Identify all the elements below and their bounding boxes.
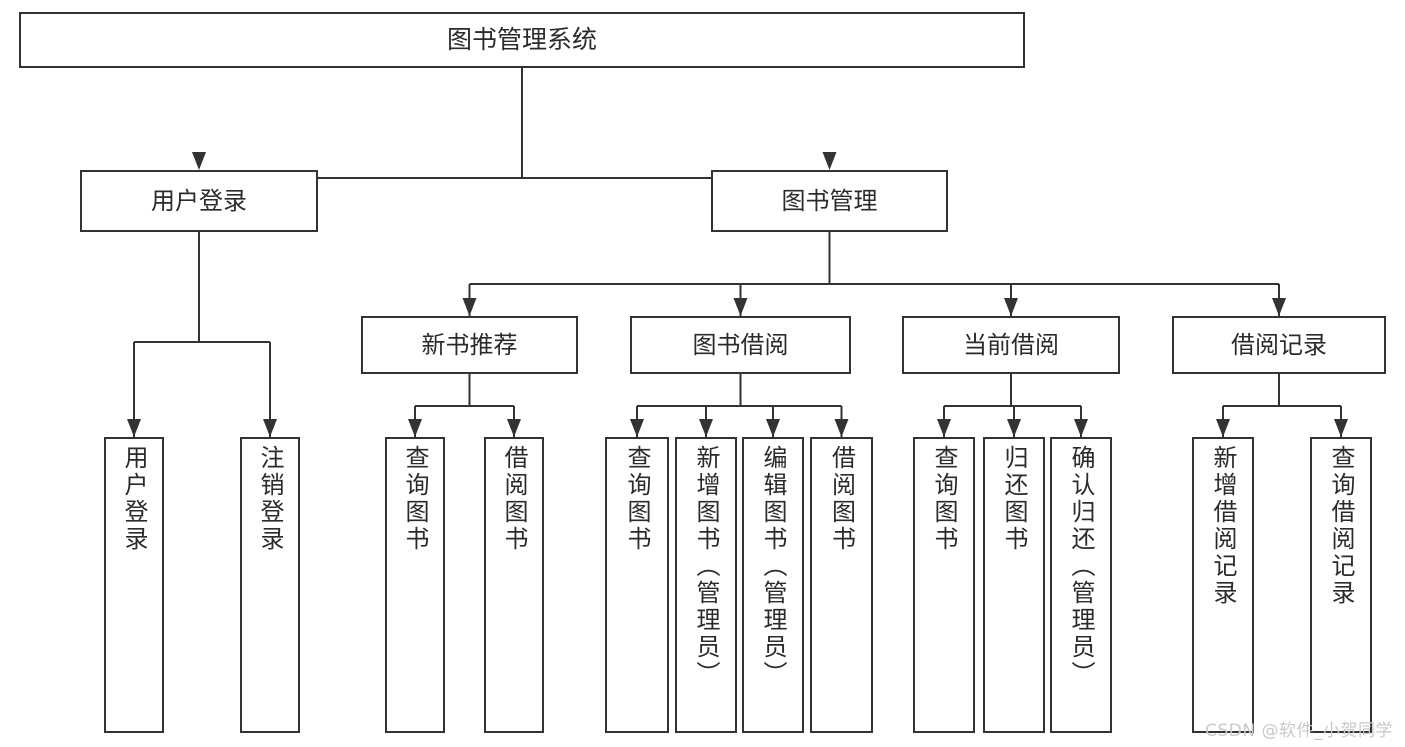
node-label: 新增借阅记录: [1209, 445, 1237, 607]
node-book-manage[interactable]: 图书管理: [711, 170, 948, 232]
node-book-borrow[interactable]: 图书借阅: [630, 316, 851, 374]
arrowhead-icon: [834, 419, 849, 437]
node-leaf-user-login[interactable]: 用户登录: [104, 437, 164, 733]
node-leaf-edit-book[interactable]: 编辑图书（管理员）: [742, 437, 804, 733]
node-label: 当前借阅: [963, 330, 1059, 359]
node-label: 新增图书（管理员）: [692, 445, 720, 688]
node-label: 新书推荐: [421, 330, 518, 359]
node-label: 图书借阅: [692, 330, 789, 359]
arrowhead-icon: [408, 419, 422, 437]
node-label: 用户登录: [151, 186, 247, 215]
node-label: 归还图书: [1000, 445, 1028, 553]
node-leaf-borrow-book-2[interactable]: 借阅图书: [810, 437, 873, 733]
node-label: 编辑图书（管理员）: [759, 445, 787, 688]
node-label: 借阅记录: [1231, 330, 1327, 359]
arrowhead-icon: [462, 298, 477, 316]
arrowhead-icon: [733, 298, 748, 316]
arrowhead-icon: [937, 419, 951, 437]
node-leaf-user-logout[interactable]: 注销登录: [240, 437, 300, 733]
node-leaf-query-book-2[interactable]: 查询图书: [605, 437, 669, 733]
node-user-login[interactable]: 用户登录: [80, 170, 318, 232]
arrowhead-icon: [630, 419, 644, 437]
node-leaf-query-book-3[interactable]: 查询图书: [913, 437, 975, 733]
node-leaf-add-record[interactable]: 新增借阅记录: [1192, 437, 1254, 733]
arrowhead-icon: [1074, 419, 1088, 437]
node-new-book-rec[interactable]: 新书推荐: [361, 316, 578, 374]
node-label: 确认归还（管理员）: [1067, 445, 1095, 688]
arrowhead-icon: [507, 419, 521, 437]
arrowhead-icon: [127, 419, 141, 437]
node-leaf-query-record[interactable]: 查询借阅记录: [1310, 437, 1372, 733]
arrowhead-icon: [263, 419, 277, 437]
node-leaf-return-book[interactable]: 归还图书: [983, 437, 1045, 733]
arrowhead-icon: [1272, 298, 1286, 316]
arrowhead-icon: [1334, 419, 1348, 437]
node-label: 用户登录: [120, 445, 148, 553]
arrowhead-icon: [822, 152, 837, 170]
node-label: 图书管理: [781, 186, 878, 215]
arrowhead-icon: [1004, 298, 1018, 316]
node-leaf-query-book-1[interactable]: 查询图书: [385, 437, 445, 733]
node-label: 图书管理系统: [446, 25, 597, 55]
arrowhead-icon: [699, 419, 713, 437]
node-label: 借阅图书: [827, 445, 856, 553]
arrowhead-icon: [192, 152, 206, 170]
watermark: CSDN @软件_小贺同学: [1205, 721, 1393, 741]
node-label: 查询借阅记录: [1327, 445, 1355, 607]
node-borrow-record[interactable]: 借阅记录: [1172, 316, 1386, 374]
node-leaf-add-book[interactable]: 新增图书（管理员）: [675, 437, 737, 733]
node-label: 借阅图书: [500, 445, 528, 553]
node-leaf-confirm-return[interactable]: 确认归还（管理员）: [1050, 437, 1112, 733]
node-leaf-borrow-book-1[interactable]: 借阅图书: [484, 437, 544, 733]
arrowhead-icon: [766, 419, 780, 437]
node-label: 查询图书: [930, 445, 958, 553]
node-root[interactable]: 图书管理系统: [19, 12, 1025, 68]
arrowhead-icon: [1216, 419, 1230, 437]
node-label: 查询图书: [623, 445, 651, 553]
node-label: 查询图书: [401, 445, 429, 553]
node-current-borrow[interactable]: 当前借阅: [902, 316, 1120, 374]
arrowhead-icon: [1007, 419, 1021, 437]
node-label: 注销登录: [256, 445, 284, 553]
